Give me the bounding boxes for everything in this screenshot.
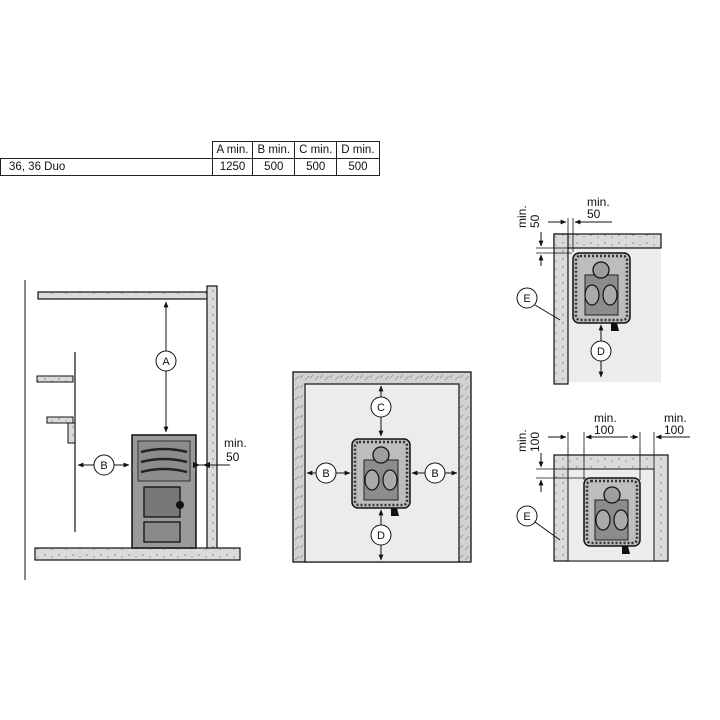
table-row: 36, 36 Duo 1250 500 500 500 [0, 158, 380, 176]
label-a-circle [155, 350, 177, 372]
label-d-corner-circle [590, 340, 612, 362]
stove-top-center [351, 438, 411, 516]
label-b-circle [93, 454, 115, 476]
corner-bottom-right-min: min. [664, 411, 687, 425]
label-c-circle [370, 396, 392, 418]
label-b: B [100, 460, 107, 472]
side-view: A B min. 50 [24, 280, 247, 580]
value-a: 1250 [211, 158, 254, 176]
upper-bench [36, 375, 74, 383]
corner-bottom-v-min: min. [515, 429, 529, 452]
corner-top-v-min: min. [515, 205, 529, 228]
wall-clearance-min: min. [224, 436, 247, 450]
corner-top-h-value: 50 [587, 207, 601, 221]
value-d: 500 [336, 158, 380, 176]
door-knob-icon [176, 501, 184, 509]
label-e-bottom-circle [516, 505, 538, 527]
clearance-table: A min. B min. C min. D min. 36, 36 Duo 1… [0, 141, 380, 176]
corner-bottom-left-value: 100 [594, 423, 614, 437]
lower-bench [46, 416, 74, 424]
corner-side-wall-top [553, 233, 569, 385]
label-c: C [377, 402, 385, 414]
side-wall [206, 285, 218, 559]
corner-top-h-min: min. [587, 195, 610, 209]
label-e-top-circle [516, 287, 538, 309]
value-c: 500 [294, 158, 338, 176]
label-d: D [377, 530, 385, 542]
label-b-right-circle [424, 462, 446, 484]
stove-top-corner-b [583, 477, 641, 554]
corner-bottom-left-min: min. [594, 411, 617, 425]
header-c-min: C min. [294, 141, 338, 159]
label-b-left: B [322, 468, 329, 480]
ceiling [37, 291, 209, 300]
label-e-bottom: E [523, 511, 530, 523]
corner-view-bottom: min. 100 min. 100 min. 100 E [515, 411, 690, 562]
stove-side [131, 434, 197, 549]
top-view-center: C D B B [292, 371, 472, 563]
label-a: A [162, 356, 170, 368]
label-d-circle [370, 524, 392, 546]
corner-bottom-v-value: 100 [528, 432, 542, 452]
label-e-top: E [523, 293, 530, 305]
header-b-min: B min. [252, 141, 296, 159]
table-header-row: A min. B min. C min. D min. [0, 141, 380, 159]
corner-top-v-value: 50 [528, 214, 542, 228]
corner-bottom-right-value: 100 [664, 423, 684, 437]
label-b-right: B [431, 468, 438, 480]
bench-leg [67, 422, 76, 444]
model-cell: 36, 36 Duo [0, 158, 213, 176]
wall-clearance-value: 50 [226, 450, 240, 464]
corner-view-top: min. 50 min. 50 D E [515, 195, 662, 385]
stove-top-corner-a [572, 252, 631, 331]
label-b-left-circle [315, 462, 337, 484]
label-d-corner: D [597, 346, 605, 358]
corner-back-wall-top [553, 233, 662, 249]
header-a-min: A min. [211, 141, 254, 159]
header-d-min: D min. [336, 141, 380, 159]
floor [34, 547, 241, 561]
